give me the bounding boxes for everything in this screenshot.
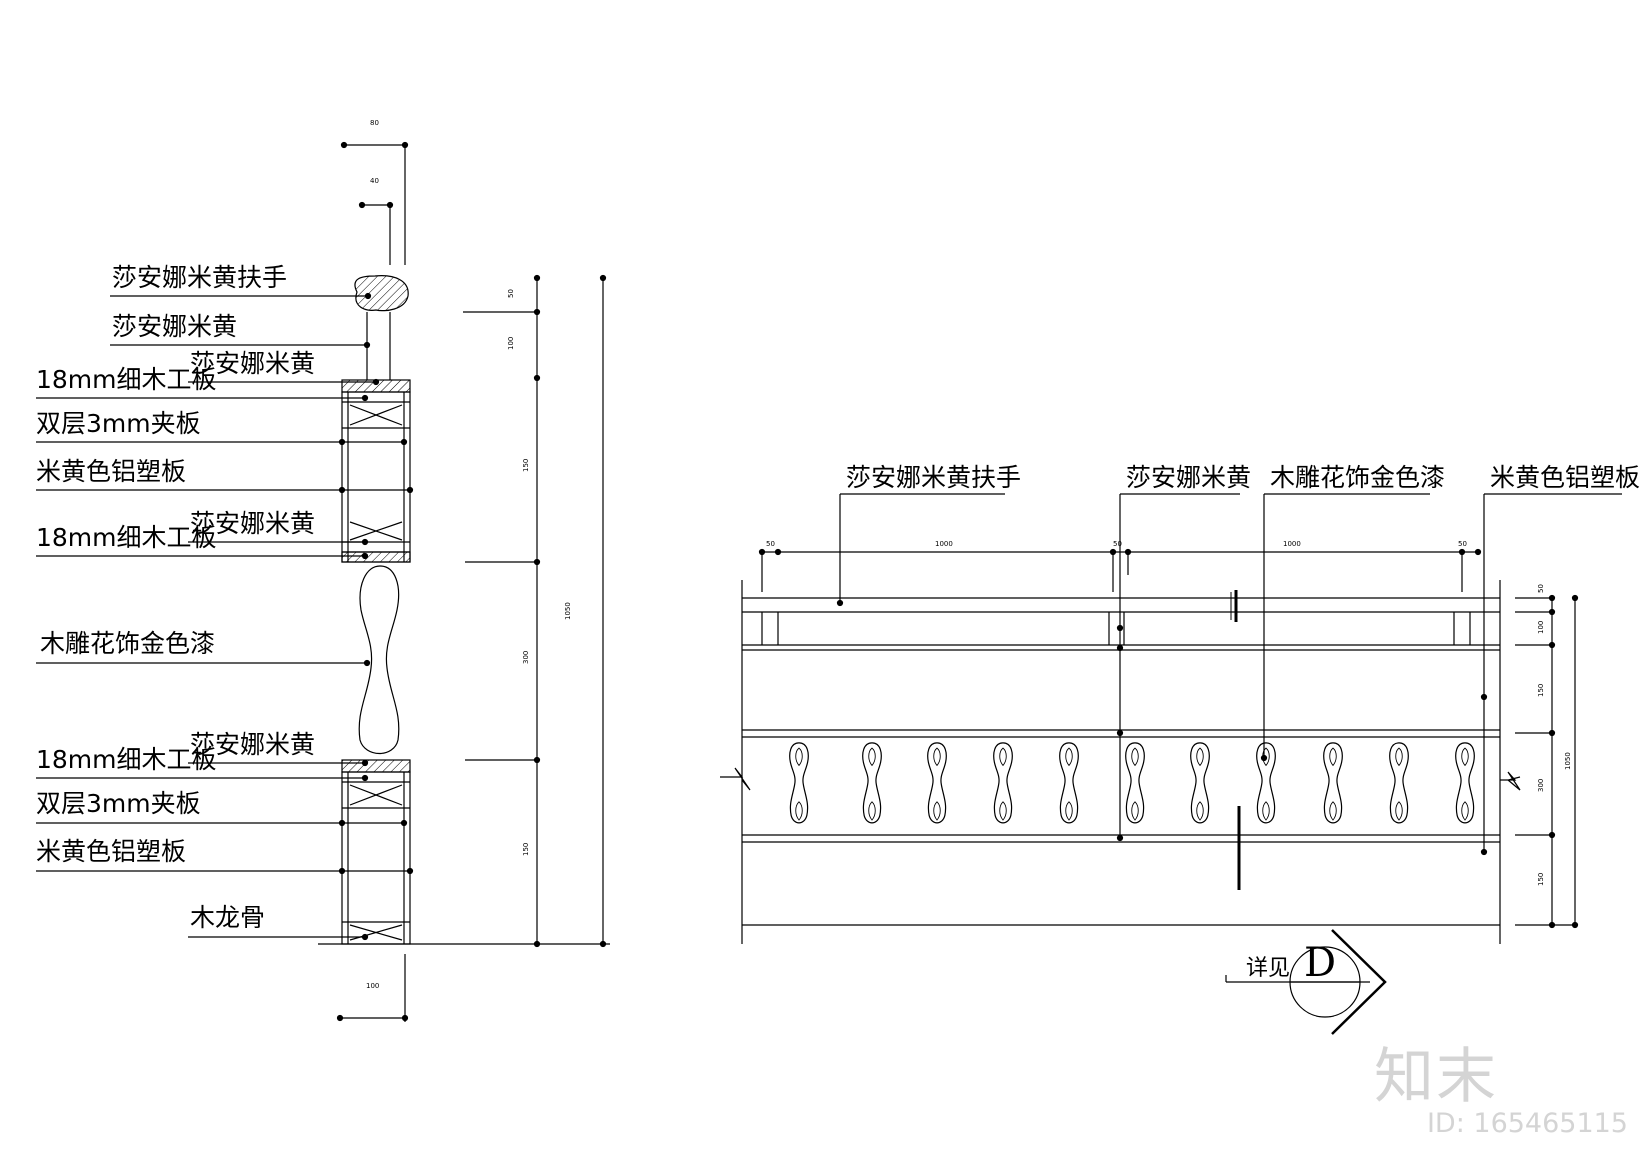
label-blockboard-top: 18mm细木工板 [36, 365, 217, 394]
carving-pod [1190, 742, 1210, 824]
elev-dim-top-50-c: 50 [1458, 540, 1467, 548]
carving-pod [1059, 742, 1079, 824]
elev-dim-r300: 300 [1537, 779, 1545, 792]
carving-pod [1389, 742, 1409, 824]
dim-top-80: 80 [370, 119, 379, 127]
dim-top-40: 40 [370, 177, 379, 185]
carving-pod [1256, 742, 1276, 824]
elevation-labels: 莎安娜米黄扶手 莎安娜米黄 木雕花饰金色漆 米黄色铝塑板 [846, 463, 1640, 492]
dim-h300: 300 [522, 651, 530, 664]
label-marble-cap-top: 莎安娜米黄 [190, 349, 315, 378]
watermark-logo: 知末 [1374, 1042, 1498, 1112]
elevation-dimensions: 50 1000 50 1000 50 50 100 150 300 150 10… [766, 540, 1572, 886]
label-marble-cap-low: 莎安娜米黄 [190, 730, 315, 759]
elev-dim-r150-a: 150 [1537, 684, 1545, 697]
detail-letter: D [1304, 940, 1336, 986]
detail-prefix: 详见 [1246, 956, 1290, 981]
elev-dim-top-50-a: 50 [766, 540, 775, 548]
label-blockboard-mid: 18mm细木工板 [36, 523, 217, 552]
watermark-id: ID: 165465115 [1426, 1108, 1628, 1139]
elev-dim-r100: 100 [1537, 621, 1545, 634]
elev-dim-top-1000-a: 1000 [935, 540, 953, 548]
dim-total: 1050 [564, 602, 572, 620]
carving-pod [862, 742, 882, 824]
elev-label-carving: 木雕花饰金色漆 [1270, 463, 1445, 492]
dim-bottom-100: 100 [366, 982, 379, 990]
label-blockboard-low: 18mm细木工板 [36, 745, 217, 774]
elev-label-alu-panel: 米黄色铝塑板 [1490, 463, 1640, 492]
dim-h150-a: 150 [522, 459, 530, 472]
carving-pod [1323, 742, 1343, 824]
section-view [36, 141, 610, 1022]
carving-pod [1455, 742, 1475, 824]
label-wood-keel: 木龙骨 [190, 903, 265, 932]
label-alu-panel-top: 米黄色铝塑板 [36, 457, 186, 486]
label-marble: 莎安娜米黄 [112, 312, 237, 341]
section-dimensions: 80 40 50 100 150 300 150 1050 100 [366, 119, 572, 990]
elev-dim-top-50-b: 50 [1113, 540, 1122, 548]
dim-h50: 50 [507, 289, 515, 298]
elev-dim-r50: 50 [1537, 584, 1545, 593]
carving-pod [789, 742, 809, 824]
elev-label-handrail: 莎安娜米黄扶手 [846, 463, 1021, 492]
label-plywood-top: 双层3mm夹板 [36, 409, 201, 438]
label-handrail: 莎安娜米黄扶手 [112, 263, 287, 292]
elev-dim-top-1000-b: 1000 [1283, 540, 1301, 548]
carving-pod [927, 742, 947, 824]
dim-h100: 100 [507, 337, 515, 350]
carving-pod [1125, 742, 1145, 824]
carving-pod [993, 742, 1013, 824]
elevation-view [720, 493, 1622, 1035]
elev-label-marble: 莎安娜米黄 [1126, 463, 1251, 492]
label-carving: 木雕花饰金色漆 [40, 629, 215, 658]
elev-dim-r150-b: 150 [1537, 873, 1545, 886]
dim-h150-b: 150 [522, 843, 530, 856]
carving-pattern [789, 742, 1475, 824]
detail-callout: 详见 D [1246, 940, 1336, 986]
label-marble-cap-mid: 莎安娜米黄 [190, 509, 315, 538]
label-alu-panel-low: 米黄色铝塑板 [36, 837, 186, 866]
section-labels: 莎安娜米黄扶手 莎安娜米黄 18mm细木工板 莎安娜米黄 双层3mm夹板 米黄色… [36, 263, 315, 932]
elev-dim-total: 1050 [1564, 752, 1572, 770]
label-plywood-low: 双层3mm夹板 [36, 789, 201, 818]
